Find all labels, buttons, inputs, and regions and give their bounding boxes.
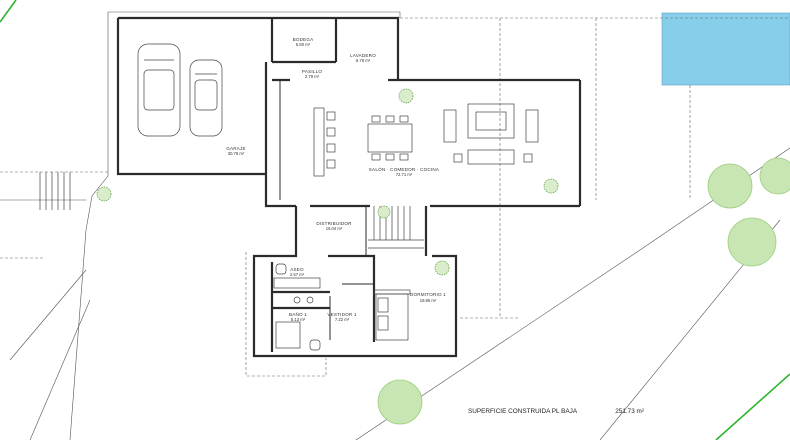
exterior-stairs (39, 172, 71, 210)
plant-icon (96, 186, 112, 202)
tree (759, 157, 790, 195)
car-icon (189, 59, 223, 137)
room-area-bodega: 5.50 m² (296, 42, 311, 47)
plant-icon (434, 260, 450, 276)
room-area-pasillo: 2.79 m² (305, 74, 320, 79)
plant-icon (398, 88, 414, 104)
room-area-salon: 72.71 m² (396, 172, 413, 177)
room-label-bodega: BODEGA (293, 37, 315, 42)
room-area-bano: 5.13 m² (291, 317, 306, 322)
tree (377, 379, 423, 425)
room-label-vestidor: VESTIDOR 1 (327, 312, 357, 317)
room-label-salon: SALÓN · COMEDOR · COCINA (369, 166, 440, 172)
car-icon (137, 43, 181, 137)
site-boundary-line (0, 0, 17, 23)
room-area-garaje: 30.78 m² (228, 151, 245, 156)
room-label-lavadero: LAVADERO (350, 53, 376, 58)
room-label-dormitorio: DORMITORIO 1 (410, 292, 446, 297)
room-label-distribuidor: DISTRIBUIDOR (316, 221, 352, 226)
dining-table (367, 115, 413, 161)
room-area-vestidor: 7.22 m² (335, 317, 350, 322)
sofa-set (443, 103, 539, 165)
building-walls (116, 16, 582, 358)
surface-summary-label: SUPERFICIE CONSTRUIDA PL BAJA (468, 408, 578, 415)
kitchen-island (313, 107, 336, 177)
bed (373, 289, 411, 341)
room-label-aseo: ASEO (290, 267, 304, 272)
plant-icon (377, 205, 391, 219)
surface-summary-value: 251.73 m² (615, 408, 644, 415)
room-area-lavadero: 6.78 m² (356, 58, 371, 63)
room-label-bano: BAÑO 1 (289, 311, 307, 317)
plant-icon (543, 178, 559, 194)
room-label-pasillo: PASILLO (302, 69, 322, 74)
tree (707, 163, 753, 209)
site-guides (0, 17, 790, 377)
room-label-garaje: GARAJE (226, 146, 246, 151)
room-area-aseo: 2.57 m² (290, 272, 305, 277)
room-area-dormitorio: 18.86 m² (420, 298, 437, 303)
tree (727, 217, 777, 267)
site-boundary-line (715, 373, 790, 440)
pool (661, 12, 790, 86)
interior-stairs (368, 206, 424, 249)
bathroom-fixtures (273, 263, 321, 351)
room-area-distribuidor: 16.04 m² (326, 226, 343, 231)
